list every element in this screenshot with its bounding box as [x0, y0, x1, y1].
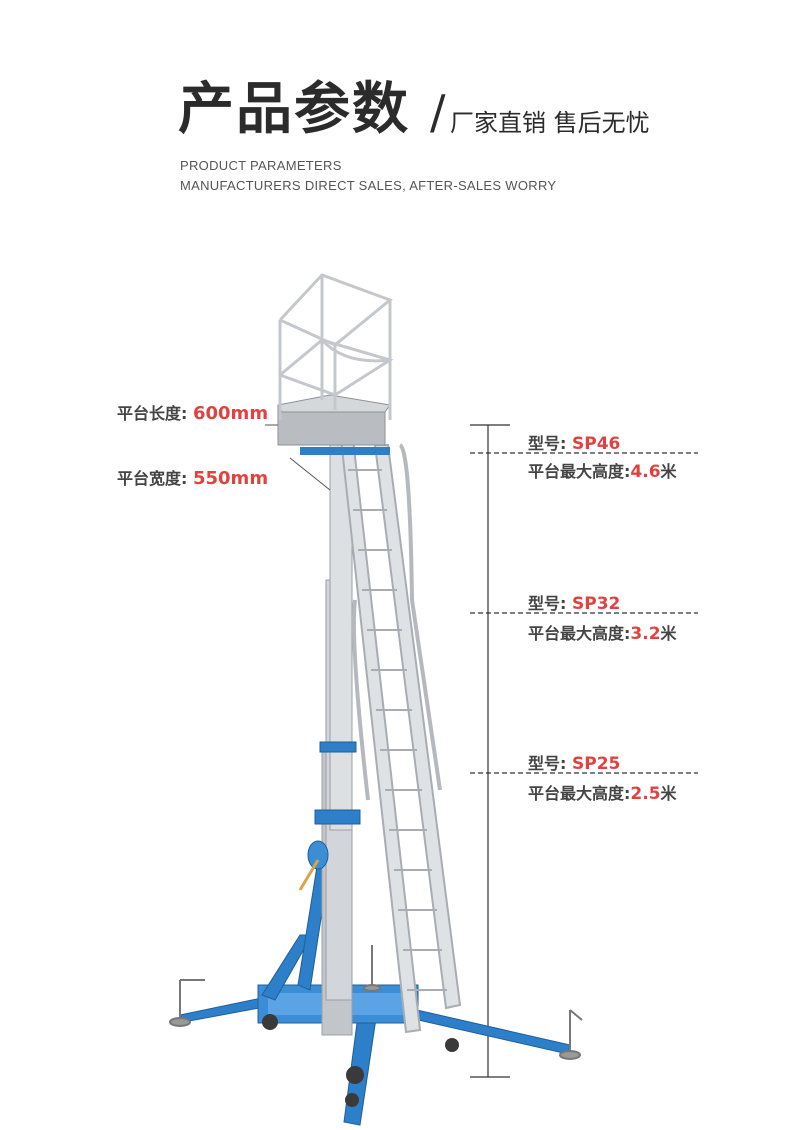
- english-subtitle: MANUFACTURERS DIRECT SALES, AFTER-SALES …: [180, 178, 557, 193]
- platform-length-label: 平台长度:: [117, 404, 193, 423]
- height-value: 3.2: [630, 624, 661, 644]
- platform-width-value: 550mm: [192, 468, 269, 489]
- height-unit: 米: [660, 462, 677, 481]
- model-name: SP25: [571, 754, 621, 774]
- height-label: 平台最大高度:: [528, 462, 631, 481]
- height-sp25: 平台最大高度:2.5米: [528, 780, 677, 804]
- height-sp46: 平台最大高度:4.6米: [528, 458, 677, 482]
- height-label: 平台最大高度:: [528, 624, 631, 643]
- platform-width: 平台宽度: 550mm: [117, 465, 268, 489]
- model-sp46: 型号: SP46: [528, 430, 620, 454]
- height-scale: [470, 424, 698, 1078]
- height-value: 4.6: [630, 462, 661, 482]
- model-label: 型号:: [528, 594, 572, 613]
- model-label: 型号:: [528, 754, 572, 773]
- model-sp25: 型号: SP25: [528, 750, 620, 774]
- height-unit: 米: [660, 624, 677, 643]
- work-platform: [277, 273, 394, 455]
- header: 产品参数 / 厂家直销 售后无忧 PRODUCT PARAMETERS MANU…: [178, 78, 698, 208]
- page-title: 产品参数: [178, 77, 410, 142]
- height-sp32: 平台最大高度:3.2米: [528, 620, 677, 644]
- english-title: PRODUCT PARAMETERS: [180, 158, 342, 173]
- platform-width-label: 平台宽度:: [117, 469, 193, 488]
- model-name: SP32: [571, 594, 621, 614]
- base-frame: [179, 859, 571, 1126]
- model-name: SP46: [571, 434, 621, 454]
- ladder: [338, 429, 462, 1034]
- height-unit: 米: [660, 784, 677, 803]
- model-label: 型号:: [528, 434, 572, 453]
- model-sp32: 型号: SP32: [528, 590, 620, 614]
- platform-length-value: 600mm: [192, 403, 269, 424]
- wheels: [262, 1014, 459, 1107]
- height-value: 2.5: [630, 784, 661, 804]
- page-subtitle: 厂家直销 售后无忧: [450, 109, 650, 137]
- platform-length: 平台长度: 600mm: [117, 400, 268, 424]
- stabilizer-feet: [169, 945, 583, 1060]
- title-slash: /: [430, 85, 446, 139]
- mast: [314, 429, 361, 1036]
- platform-dimension-lines: [265, 424, 331, 491]
- winch: [298, 840, 329, 891]
- height-label: 平台最大高度:: [528, 784, 631, 803]
